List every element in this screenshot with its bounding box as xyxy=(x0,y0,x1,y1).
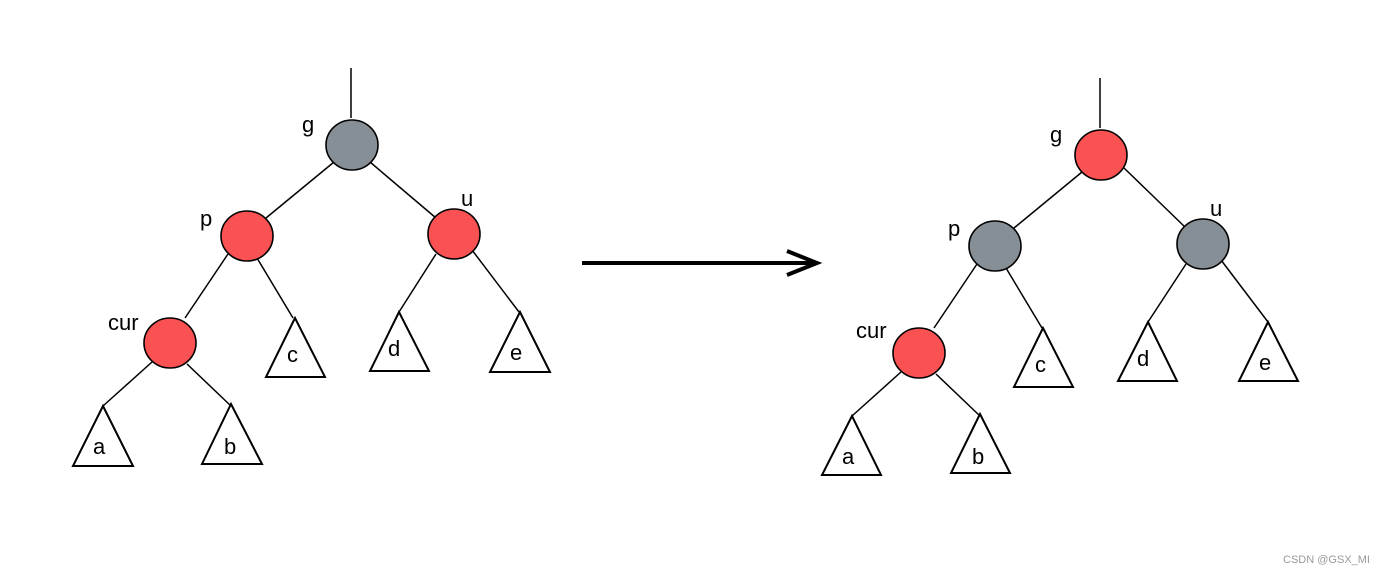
arrow-head xyxy=(786,249,823,277)
label-cur: cur xyxy=(856,318,887,343)
node-u xyxy=(1176,218,1230,270)
subtree-d xyxy=(368,309,431,372)
label-g: g xyxy=(1050,122,1062,147)
edge-p-cur xyxy=(184,253,229,319)
subtree-label-e: e xyxy=(1259,350,1271,375)
edge-cur-a xyxy=(851,371,902,417)
subtree-d xyxy=(1116,319,1179,382)
after-tree: g p u cur a b c d e xyxy=(820,78,1300,476)
edge-cur-b xyxy=(186,363,232,407)
subtree-label-b: b xyxy=(224,434,236,459)
edge-g-u xyxy=(1123,167,1187,229)
edge-g-p xyxy=(1013,171,1083,229)
edge-cur-b xyxy=(935,373,981,417)
edge-p-cur xyxy=(933,263,978,329)
subtree-label-b: b xyxy=(972,444,984,469)
subtree-label-c: c xyxy=(1035,352,1046,377)
node-u xyxy=(427,208,481,260)
subtree-label-a: a xyxy=(93,434,106,459)
label-p: p xyxy=(200,206,212,231)
subtree-a xyxy=(71,403,135,467)
label-cur: cur xyxy=(108,310,139,335)
watermark: CSDN @GSX_MI xyxy=(1283,554,1370,566)
node-g xyxy=(1074,129,1128,181)
node-p xyxy=(968,220,1022,272)
edge-g-p xyxy=(265,161,335,219)
subtree-e xyxy=(1237,319,1300,382)
transform-arrow xyxy=(582,249,823,277)
subtree-b xyxy=(200,401,264,465)
subtree-c xyxy=(1012,325,1075,388)
subtree-label-c: c xyxy=(287,342,298,367)
node-cur xyxy=(143,317,197,369)
subtree-c xyxy=(264,315,327,378)
subtree-label-d: d xyxy=(1137,346,1149,371)
edge-u-e xyxy=(1220,259,1269,323)
edge-g-u xyxy=(369,161,437,219)
edge-u-d xyxy=(398,253,437,313)
subtree-b xyxy=(949,411,1012,474)
node-p xyxy=(220,210,274,262)
node-cur xyxy=(892,327,946,379)
node-g xyxy=(325,119,379,171)
before-tree: g p u cur a b c d e xyxy=(71,68,552,467)
label-u: u xyxy=(461,186,473,211)
subtree-label-e: e xyxy=(510,340,522,365)
label-u: u xyxy=(1210,196,1222,221)
edge-p-c xyxy=(256,257,294,319)
subtree-a xyxy=(820,413,883,476)
subtree-label-d: d xyxy=(388,336,400,361)
label-p: p xyxy=(948,216,960,241)
edge-u-d xyxy=(1147,263,1187,323)
subtree-label-a: a xyxy=(842,444,855,469)
edge-u-e xyxy=(471,249,520,313)
edge-cur-a xyxy=(102,361,153,407)
label-g: g xyxy=(302,112,314,137)
edge-p-c xyxy=(1005,267,1043,329)
subtree-e xyxy=(488,309,552,373)
